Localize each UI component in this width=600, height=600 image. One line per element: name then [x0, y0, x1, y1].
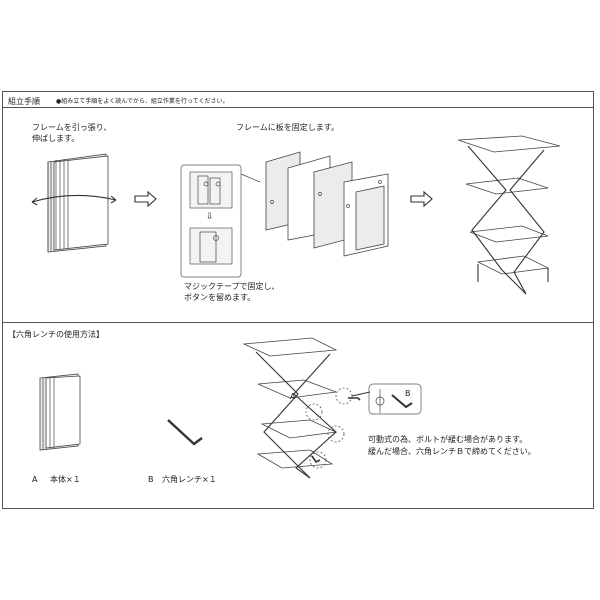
hex-wrench-part-illustration [166, 418, 206, 454]
section1-note: ●組み立て手順をよく読んでから、組立作業を行ってください。 [56, 98, 228, 106]
folded-unit-illustration [28, 150, 118, 260]
assembled-rack-illustration [448, 132, 568, 300]
step2-title: フレームに板を固定します。 [236, 122, 339, 133]
part-b-label: 六角レンチ×１ [162, 474, 217, 485]
header-divider [2, 107, 594, 108]
part-b-letter: B [148, 474, 154, 485]
part-a-letter: A [32, 474, 37, 485]
step1-line2: 伸ばします。 [32, 133, 79, 144]
main-body-part-illustration [36, 372, 96, 452]
frame-with-boards-illustration [258, 150, 398, 270]
callout-b-label: B [405, 388, 411, 399]
usage-note-line1: 可動式の為、ボルトが緩む場合があります。 [368, 434, 527, 445]
velcro-detail-box [180, 164, 266, 280]
section-divider [2, 322, 594, 323]
arrow-right-icon [134, 191, 158, 207]
step1-line1: フレームを引っ張り、 [32, 122, 111, 133]
section1-title: 組立手順 [8, 96, 40, 107]
step2-line1: マジックテープで固定し、 [184, 281, 280, 292]
usage-note-line2: 緩んだ場合、六角レンチＢで締めてください。 [368, 446, 536, 457]
arrow-right-icon [410, 191, 434, 207]
arrow-down-icon: ⇩ [206, 212, 214, 223]
section2-title: 【六角レンチの使用方法】 [8, 329, 104, 340]
step2-line2: ボタンを留めます。 [184, 292, 255, 303]
part-a-label: 本体×１ [50, 474, 81, 485]
bolt-wrench-detail-box [368, 383, 428, 417]
callout-a-label: A [290, 391, 295, 402]
